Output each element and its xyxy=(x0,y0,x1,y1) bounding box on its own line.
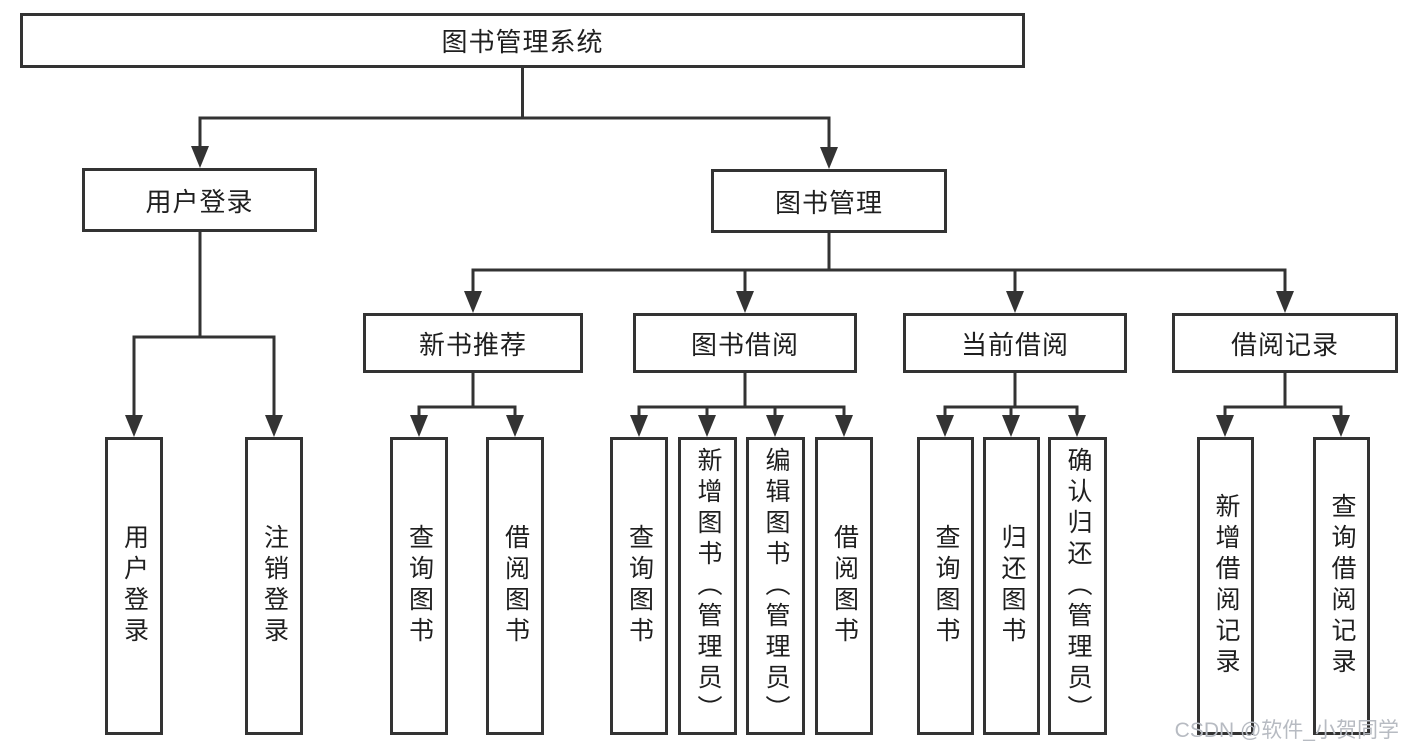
leaf-query-book-current-label: 查询图书 xyxy=(932,524,960,648)
node-book-management-label: 图书管理 xyxy=(774,187,883,218)
leaf-confirm-return-admin: 确认归还（管理员） xyxy=(1048,437,1107,735)
leaf-user-login-label: 用户登录 xyxy=(120,524,149,648)
node-root-label: 图书管理系统 xyxy=(441,27,604,57)
leaf-add-borrow-record: 新增借阅记录 xyxy=(1197,437,1254,735)
connector-book-borrow-split xyxy=(637,373,846,420)
leaf-borrow-book: 借阅图书 xyxy=(815,437,873,735)
leaf-return-book-label: 归还图书 xyxy=(998,524,1026,648)
leaf-borrow-book-recommend-label: 借阅图书 xyxy=(501,524,530,648)
leaf-query-book-borrow: 查询图书 xyxy=(610,437,668,735)
leaf-add-book-admin-label: 新增图书（管理员） xyxy=(694,446,722,726)
node-current-borrow: 当前借阅 xyxy=(903,313,1127,373)
connector-new-book-split xyxy=(417,373,517,420)
connector-user-login-split xyxy=(132,232,276,420)
connector-book-management-split xyxy=(471,233,1287,296)
leaf-return-book: 归还图书 xyxy=(983,437,1040,735)
node-new-book-recommend-label: 新书推荐 xyxy=(418,329,527,360)
leaf-edit-book-admin-label: 编辑图书（管理员） xyxy=(762,446,790,726)
leaf-query-book-recommend: 查询图书 xyxy=(390,437,448,735)
connector-root-to-branches xyxy=(198,68,831,151)
leaf-add-borrow-record-label: 新增借阅记录 xyxy=(1212,493,1240,679)
node-book-borrow: 图书借阅 xyxy=(633,313,857,373)
leaf-query-book-borrow-label: 查询图书 xyxy=(625,524,654,648)
node-current-borrow-label: 当前借阅 xyxy=(960,329,1069,360)
node-user-login: 用户登录 xyxy=(82,168,317,232)
leaf-query-borrow-record-label: 查询借阅记录 xyxy=(1328,493,1356,679)
node-borrow-records: 借阅记录 xyxy=(1172,313,1398,373)
node-user-login-label: 用户登录 xyxy=(145,186,254,217)
leaf-borrow-book-recommend: 借阅图书 xyxy=(486,437,544,735)
leaf-query-book-current: 查询图书 xyxy=(917,437,974,735)
connector-current-borrow-split xyxy=(943,373,1079,420)
node-root: 图书管理系统 xyxy=(20,13,1025,68)
csdn-watermark: CSDN @软件_小贺同学 xyxy=(1174,719,1399,742)
node-book-management: 图书管理 xyxy=(711,169,947,233)
leaf-logout: 注销登录 xyxy=(245,437,303,735)
leaf-borrow-book-label: 借阅图书 xyxy=(830,524,859,648)
leaf-add-book-admin: 新增图书（管理员） xyxy=(678,437,737,735)
connector-borrow-records-split xyxy=(1223,373,1343,420)
leaf-logout-label: 注销登录 xyxy=(260,524,289,648)
leaf-edit-book-admin: 编辑图书（管理员） xyxy=(746,437,805,735)
node-book-borrow-label: 图书借阅 xyxy=(690,329,799,360)
leaf-query-borrow-record: 查询借阅记录 xyxy=(1313,437,1370,735)
node-new-book-recommend: 新书推荐 xyxy=(363,313,583,373)
node-borrow-records-label: 借阅记录 xyxy=(1230,329,1339,360)
leaf-user-login: 用户登录 xyxy=(105,437,163,735)
leaf-confirm-return-admin-label: 确认归还（管理员） xyxy=(1064,446,1092,726)
leaf-query-book-recommend-label: 查询图书 xyxy=(405,524,434,648)
